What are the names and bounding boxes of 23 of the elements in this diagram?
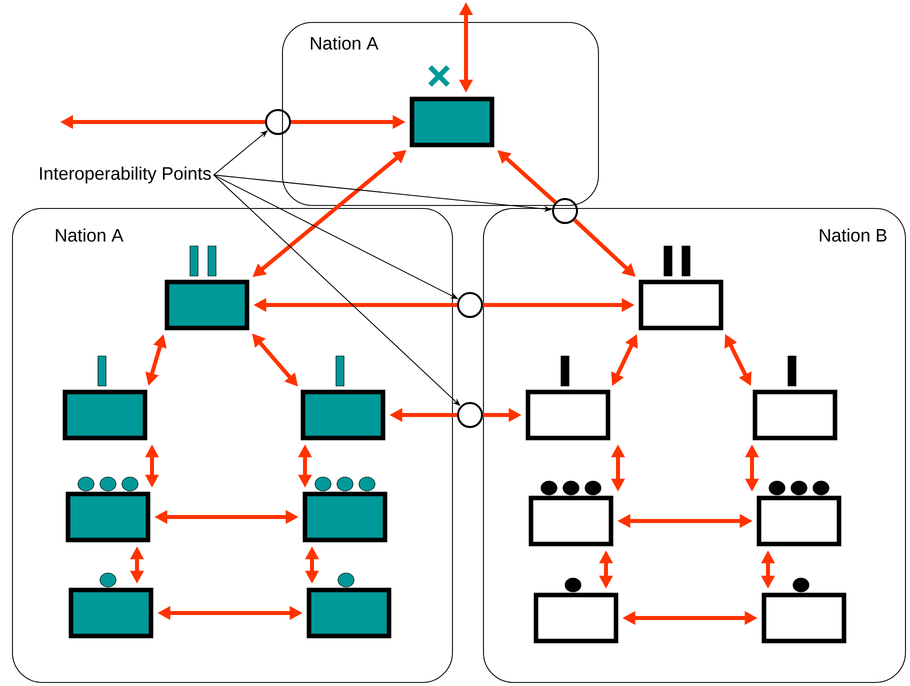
unit-box: [66, 492, 150, 542]
unit-box: [534, 592, 618, 644]
unit-box: [302, 492, 388, 542]
unit-box: [300, 390, 386, 440]
unit-box: [638, 280, 724, 330]
nation-panel: Nation A: [282, 22, 599, 206]
unit-box: [164, 280, 250, 330]
interoperability-point-circle: [457, 292, 483, 318]
unit-box: [62, 390, 148, 440]
unit-box: [752, 390, 838, 440]
callout-text: Interoperability Points: [40, 166, 211, 184]
nation-panel: Nation B: [483, 208, 906, 683]
unit-box: [528, 496, 614, 546]
unit-box: [526, 390, 610, 440]
interoperability-point-circle: [457, 402, 483, 428]
unit-box: [68, 588, 154, 638]
interoperability-point-circle: [552, 198, 578, 224]
unit-box: [756, 496, 842, 546]
unit-box: [410, 96, 494, 148]
unit-box: [762, 592, 846, 644]
interoperability-point-circle: [265, 109, 291, 135]
nation-panel: Nation A: [12, 208, 453, 683]
unit-box: [306, 588, 392, 638]
